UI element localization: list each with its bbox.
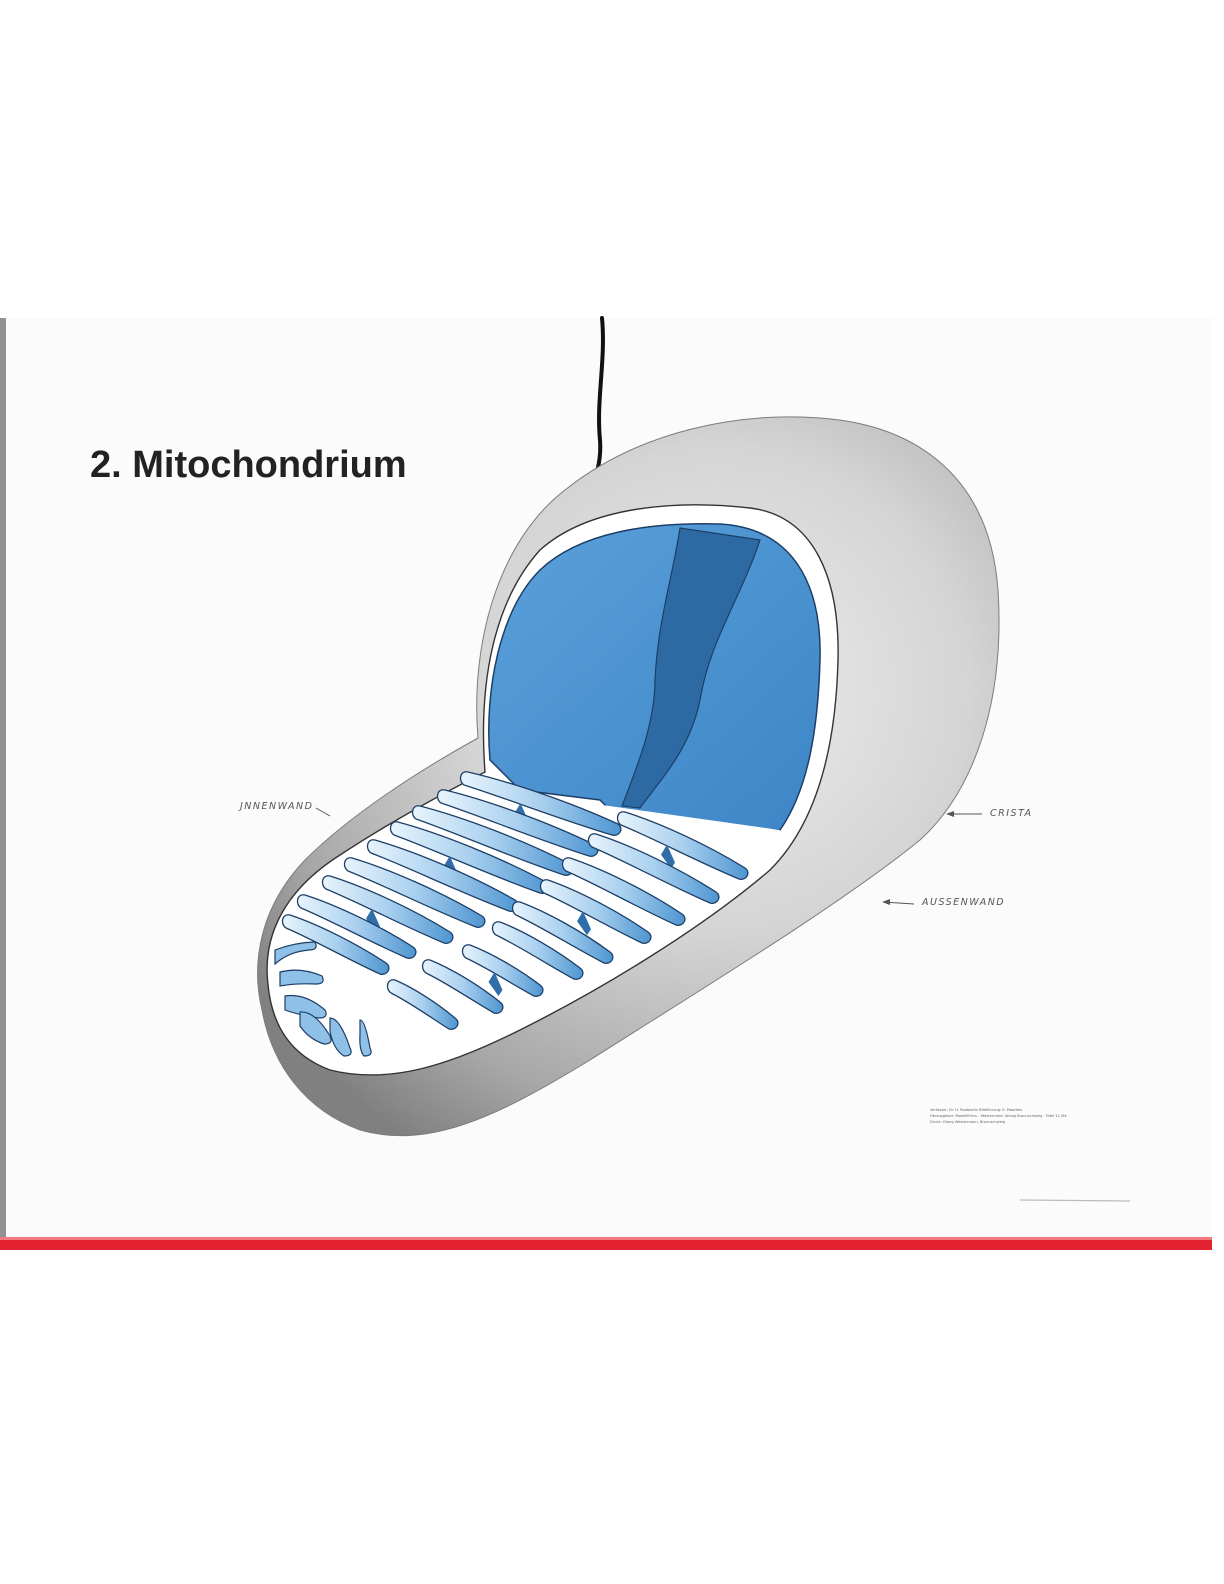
- crista-ridge: [386, 979, 459, 1030]
- crista-branch: [359, 1019, 372, 1057]
- crista-ridge: [459, 771, 622, 836]
- crista-ridge: [411, 805, 574, 876]
- crista-ridge: [461, 944, 544, 997]
- crista-ridge: [296, 894, 417, 959]
- crista-ridge: [491, 921, 584, 980]
- crista-partition: [621, 527, 761, 809]
- crista-gap: [661, 844, 675, 869]
- cristae-group: [274, 771, 749, 1057]
- bottom-red-bar-shadow: [0, 1237, 1212, 1240]
- crista-gap: [577, 911, 591, 936]
- page-title: 2. Mitochondrium: [90, 444, 407, 486]
- matrix-upper-chamber: [488, 523, 821, 831]
- innenwand-leader: [315, 807, 331, 817]
- crista-ridge: [587, 833, 720, 904]
- credits-line: Druck: Georg Westermann, Braunschweig: [930, 1120, 1006, 1124]
- credits-line: Herausgeber: Modellfirma – Westermann Ve…: [930, 1114, 1067, 1118]
- label-crista: CRISTA: [990, 808, 1033, 819]
- bottom-red-bar: [0, 1240, 1212, 1250]
- crista-gap: [488, 972, 503, 996]
- crista-ridge: [389, 821, 550, 894]
- crista-branch: [274, 941, 317, 966]
- crista-ridge: [436, 789, 599, 857]
- crista-ridge: [539, 879, 652, 944]
- credits-block: Verfasser: Dr. H. Roebbelin Bildführung:…: [930, 1107, 1130, 1125]
- crista-ridge: [366, 839, 519, 912]
- crista-branch: [279, 969, 324, 987]
- credits-line: Verfasser: Dr. H. Roebbelin Bildführung:…: [930, 1108, 1023, 1112]
- crista-ridge: [343, 857, 486, 928]
- label-innenwand: JNNENWAND: [240, 801, 314, 812]
- crista-branch: [329, 1017, 352, 1057]
- crista-ridge: [511, 901, 614, 964]
- crista-branch: [284, 994, 327, 1019]
- crista-branch: [299, 1011, 332, 1045]
- label-aussenwand: AUSSENWAND: [922, 897, 1006, 908]
- crista-ridge: [561, 857, 686, 926]
- crista-ridge: [421, 959, 504, 1014]
- crista-ridge: [281, 914, 390, 975]
- left-edge-shadow: [0, 318, 6, 1246]
- crista-ridge: [616, 811, 749, 880]
- crista-ridge: [321, 875, 454, 944]
